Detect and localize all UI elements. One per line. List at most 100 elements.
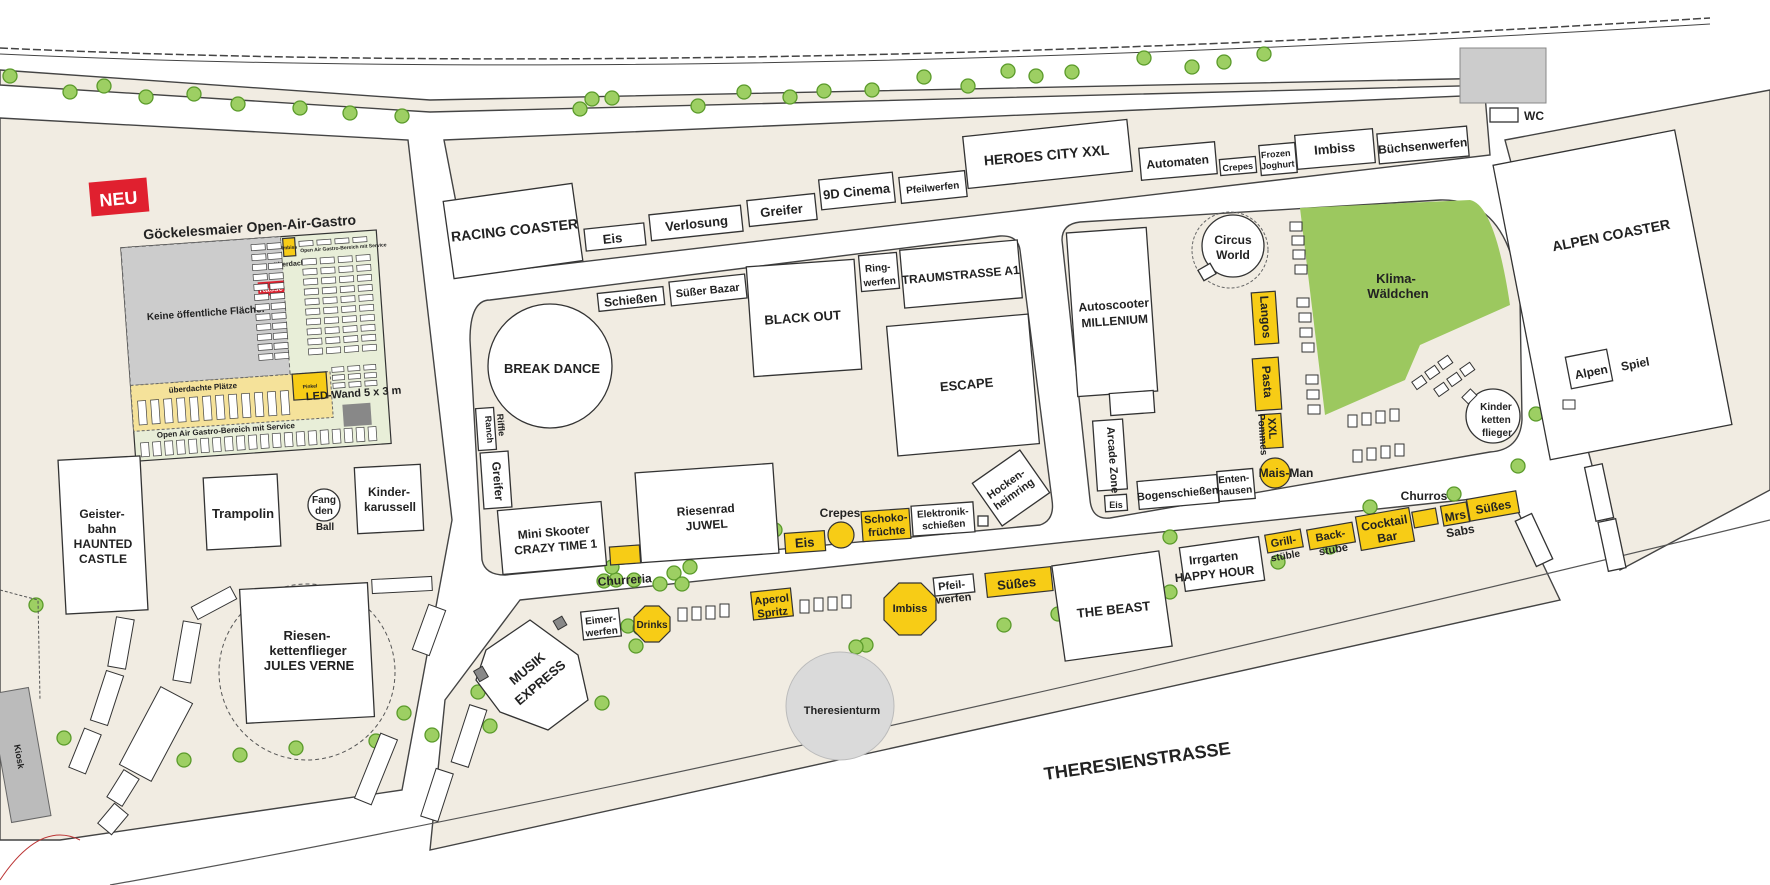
crepes-mid-label[interactable]: Crepes [820, 506, 861, 520]
table [270, 292, 286, 300]
table [295, 431, 306, 447]
break-dance-label[interactable]: BREAK DANCE [504, 361, 600, 376]
kinderkettenflieger-label-3: flieger [1482, 428, 1512, 439]
table [257, 343, 273, 351]
table [152, 441, 162, 457]
table [176, 397, 187, 423]
riesenrad-label-1[interactable]: Riesenrad [676, 501, 735, 519]
table [176, 439, 186, 455]
frozen-label-1[interactable]: Frozen [1261, 148, 1291, 161]
tree-icon [186, 86, 202, 102]
elektronikschiessen-label-1[interactable]: Elektronik- [917, 506, 969, 521]
tree-icon [584, 91, 600, 107]
alpen-spiel-label-1[interactable]: Alpen [1574, 362, 1609, 382]
kinderkarussell-label-1[interactable]: Kinder- [368, 485, 410, 499]
verlosung-label[interactable]: Verlosung [664, 213, 728, 234]
drinks-label[interactable]: Drinks [636, 620, 668, 631]
circus-world-ring [1191, 211, 1269, 289]
langos-label[interactable]: Langos [1257, 295, 1274, 339]
table [356, 264, 372, 272]
tree-icon [138, 89, 154, 105]
imbiss-top-label[interactable]: Imbiss [1313, 139, 1355, 158]
mini-skooter-label-1[interactable]: Mini Skooter [517, 522, 590, 542]
churros-label[interactable]: Churros [1401, 489, 1448, 503]
table [163, 398, 174, 424]
black-out-label[interactable]: BLACK OUT [764, 307, 841, 327]
table [240, 392, 252, 419]
wc-building [1459, 47, 1547, 104]
table [273, 342, 289, 350]
table [140, 441, 150, 458]
backstube-label-1[interactable]: Back- [1315, 527, 1347, 544]
tree-icon [1136, 50, 1152, 66]
xxl-label[interactable]: XXL [1265, 417, 1278, 439]
north-attractions: RACING COASTER Eis Verlosung Greifer 9D … [442, 47, 1547, 280]
eimerwerfen-label-1[interactable]: Eimer- [585, 613, 617, 627]
klima-waeldchen-label-1[interactable]: Klima- [1376, 271, 1416, 286]
mrs-sabs-label-1[interactable]: Mrs [1444, 507, 1468, 525]
table [307, 430, 318, 446]
aperol-spritz-label-1[interactable]: Aperol [754, 592, 790, 608]
table [325, 336, 341, 345]
automaten-label[interactable]: Automaten [1146, 152, 1210, 171]
escape-label[interactable]: ESCAPE [939, 375, 994, 395]
schokofruechte-label-1[interactable]: Schoko- [864, 511, 908, 526]
grillstueble-label-1[interactable]: Grill- [1270, 534, 1298, 550]
arcade-zone-label[interactable]: Arcade Zone [1104, 426, 1121, 493]
irrgarten-label-1[interactable]: Irrgarten [1188, 548, 1239, 567]
table [283, 431, 294, 448]
circus-world-label-1[interactable]: Circus [1214, 233, 1252, 247]
drinks-octagon [633, 605, 671, 643]
pasta-label[interactable]: Pasta [1259, 365, 1275, 398]
churreria-label[interactable]: Churreria [597, 571, 652, 589]
tree-icon [96, 78, 112, 94]
imbiss-octagon-label[interactable]: Imbiss [893, 603, 928, 615]
theresienturm-label[interactable]: Theresienturm [804, 705, 881, 717]
eis-mid-label[interactable]: Eis [794, 534, 815, 550]
tree-icon [1216, 54, 1232, 70]
schiessen-label[interactable]: Schießen [603, 290, 658, 310]
autoscooter-label-1[interactable]: Autoscooter [1078, 296, 1150, 315]
fang-den-ball-label-1[interactable]: Fang [312, 495, 336, 506]
suesses-right-label[interactable]: Süßes [1474, 497, 1512, 517]
crepes-top-label[interactable]: Crepes [1222, 161, 1253, 174]
backstube-label-2: stube [1318, 542, 1349, 559]
table [307, 337, 323, 346]
fang-den-ball-label-3: Ball [316, 522, 335, 533]
table [235, 435, 246, 451]
table [215, 394, 226, 420]
table [363, 363, 377, 371]
kinderkettenflieger-label-1[interactable]: Kinder [1480, 402, 1512, 413]
tree-icon [482, 718, 498, 734]
suesses-mid-label[interactable]: Süßes [996, 574, 1036, 593]
ring-werfen-label-1[interactable]: Ring- [865, 262, 891, 275]
cinema-label[interactable]: 9D Cinema [822, 180, 891, 202]
kiosk-label[interactable]: Kiosk [12, 744, 26, 771]
eis-small-label[interactable]: Eis [1109, 500, 1123, 510]
table [308, 347, 324, 356]
riffle-ranch-label-1[interactable]: Riffle [495, 413, 507, 436]
trampolin-label[interactable]: Trampolin [212, 506, 274, 521]
geisterbahn-label-1[interactable]: Geister- [79, 507, 124, 521]
tree-icon [674, 576, 690, 592]
table [319, 256, 335, 265]
table [164, 440, 174, 456]
table [352, 236, 368, 243]
wc-label[interactable]: WC [1524, 109, 1544, 123]
table [332, 382, 346, 389]
grillstueble-label-2: stüble [1270, 548, 1301, 564]
entenhausen-label-1[interactable]: Enten- [1218, 473, 1250, 487]
tree-icon [56, 730, 72, 746]
eis-top-label[interactable]: Eis [602, 230, 623, 247]
mais-man-label[interactable]: Mais-Man [1259, 466, 1314, 480]
jules-verne-label-1[interactable]: Riesen- [284, 628, 331, 643]
ring-werfen-label-2: werfen [862, 276, 896, 290]
table [340, 295, 356, 303]
greifer-side-label[interactable]: Greifer [489, 461, 506, 502]
jules-verne-label-3: JULES VERNE [264, 658, 355, 673]
table [272, 322, 288, 330]
pfeilwerfen-mid-label-1[interactable]: Pfeil- [938, 579, 966, 594]
geisterbahn-label-2: bahn [88, 522, 117, 536]
kinderkettenflieger-label-2: ketten [1481, 415, 1510, 426]
greifer-top-label[interactable]: Greifer [760, 201, 804, 220]
